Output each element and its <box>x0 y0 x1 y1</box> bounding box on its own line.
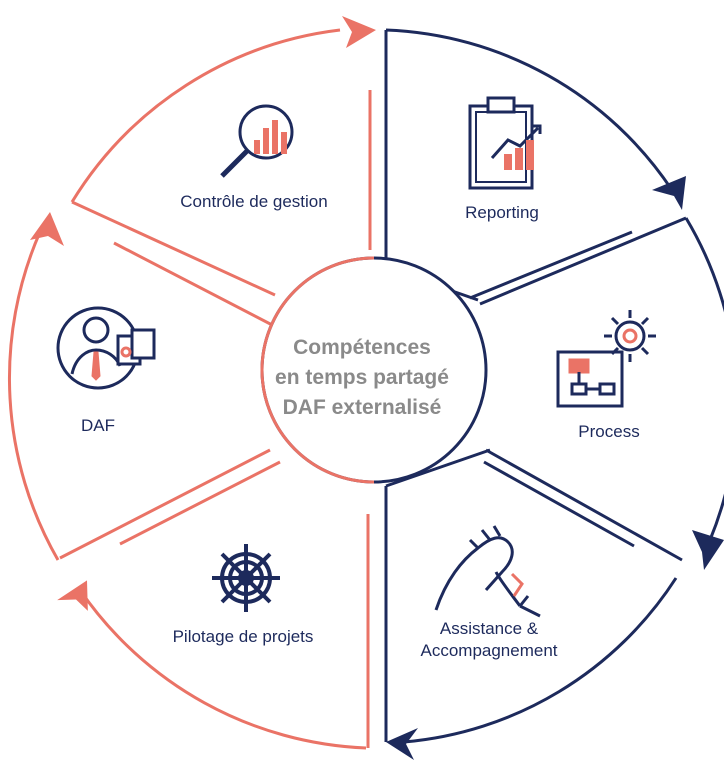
process-gear-icon <box>556 310 656 408</box>
segment-assistance-outline <box>384 448 678 744</box>
label-process: Process <box>578 422 640 441</box>
arrow-head-top <box>342 16 376 48</box>
segment-reporting-outline <box>384 28 674 302</box>
businessman-icon <box>56 306 156 390</box>
handshake-icon <box>434 525 541 618</box>
center-circle-salmon-arc <box>260 256 375 484</box>
center-title-line2: en temps partagé <box>275 366 449 389</box>
ship-wheel-icon <box>212 544 280 612</box>
left-ring <box>7 28 372 750</box>
arrow-head-right-top <box>652 176 686 210</box>
label-assistance-line2: Accompagnement <box>420 641 558 660</box>
segment-process-outline <box>479 216 724 562</box>
center-title-line1: Compétences <box>293 336 431 359</box>
magnifier-chart-icon <box>220 104 294 178</box>
right-ring <box>384 28 724 744</box>
label-assistance-line1: Assistance & <box>439 619 539 638</box>
label-reporting: Reporting <box>465 203 539 222</box>
arrow-head-left <box>30 212 64 246</box>
clipboard-chart-icon <box>468 96 542 190</box>
label-controle-de-gestion: Contrôle de gestion <box>180 192 328 211</box>
label-pilotage-de-projets: Pilotage de projets <box>172 627 314 646</box>
center-title-line3: DAF externalisé <box>282 396 442 419</box>
arrow-head-right-bottom <box>692 530 724 570</box>
label-assistance: Assistance & Accompagnement <box>420 618 557 662</box>
arrow-head-bottom-left <box>57 580 88 611</box>
segment-daf-outline <box>7 231 279 561</box>
segment-pilotage-outline <box>78 460 370 750</box>
center-title: Compétences en temps partagé DAF externa… <box>275 333 449 423</box>
label-daf: DAF <box>81 416 115 435</box>
arrow-head-bottom <box>386 728 418 760</box>
segment-controle-outline <box>70 28 372 297</box>
